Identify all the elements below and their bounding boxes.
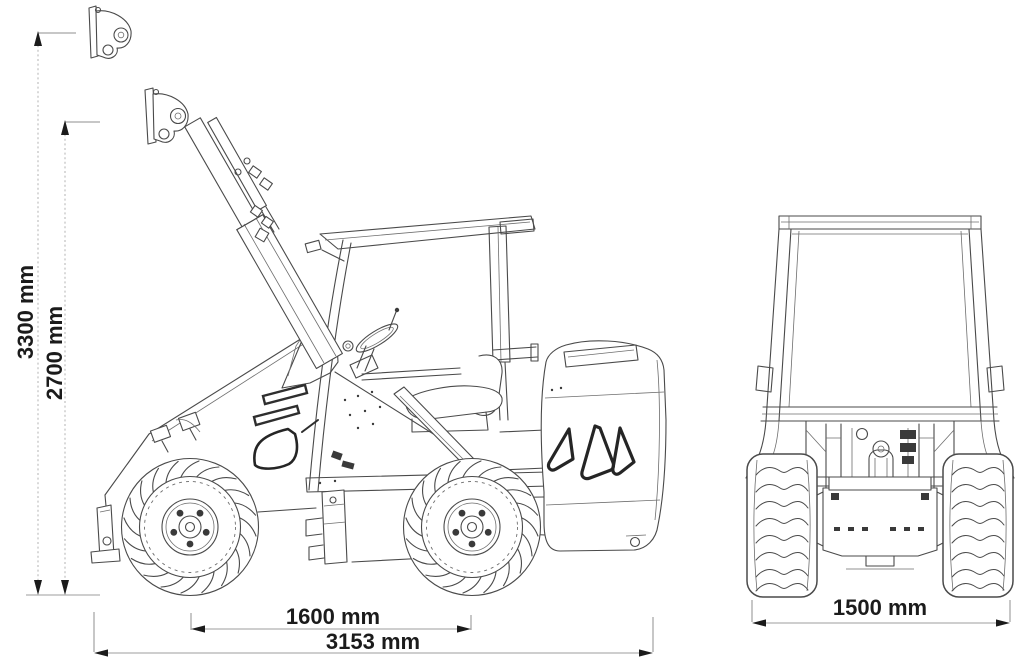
dim-height-outer [34,31,76,595]
front-bumper-bracket [90,504,121,564]
front-view [745,215,1015,597]
hydraulic-fittings [234,157,274,243]
front-view-canopy [755,215,1005,422]
dim-length-overall [93,612,654,657]
floor-rivets [318,390,382,485]
quick-attach-bracket-detached [88,5,132,59]
steering-wheel [355,323,399,353]
side-view [88,5,667,596]
label-wheelbase: 1600 mm [285,604,381,629]
rear-post [488,225,511,363]
mirror-arm [321,249,345,262]
dim-height-inner [61,120,100,595]
label-height-inner: 2700 mm [42,305,67,401]
boom [144,87,354,370]
front-view-left-tire [747,454,817,597]
canopy [301,215,539,492]
front-view-quick-attach-plate [810,476,950,570]
engine-vents [546,424,636,481]
label-length-overall: 3153 mm [325,629,421,654]
dim-width-front [751,600,1011,627]
dimension-annotations [26,31,1011,657]
front-post [308,239,344,491]
headlights [149,411,201,453]
front-view-right-tire [943,454,1013,597]
mirror [304,239,322,254]
steering-console [330,307,400,470]
label-width-front: 1500 mm [832,595,928,620]
seat [404,354,503,433]
canopy-roof [319,215,536,250]
mid-coupler-bracket [305,489,348,565]
rear-wheel [404,459,541,596]
dim-wheelbase [190,613,472,633]
front-wheel [122,459,259,596]
boom-head-bracket [144,87,189,145]
label-height-outer: 3300 mm [13,264,38,360]
